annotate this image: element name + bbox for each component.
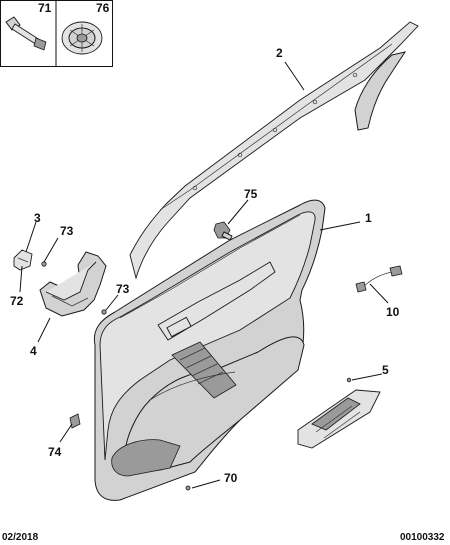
callout-72: 72: [10, 294, 24, 308]
callout-76: 76: [96, 1, 110, 15]
screw-73a: [41, 261, 47, 267]
callout-2: 2: [276, 46, 283, 60]
upper-trim-strip: [129, 21, 419, 280]
connector-10: [355, 265, 403, 293]
footer-reference: 00100332: [400, 532, 445, 543]
callout-10: 10: [386, 305, 400, 319]
clip-icon: [61, 21, 103, 55]
clip-3: [13, 249, 33, 271]
callout-3: 3: [34, 211, 41, 225]
callout-70: 70: [224, 471, 238, 485]
callout-74: 74: [48, 445, 62, 459]
bracket-4: [39, 251, 107, 317]
footer-date: 02/2018: [2, 532, 39, 543]
screw-70: [185, 485, 191, 491]
callout-4: 4: [30, 344, 37, 358]
callout-1: 1: [365, 211, 372, 225]
callout-75: 75: [244, 187, 258, 201]
fastener-inset: 71 76: [0, 0, 113, 67]
callout-73-lower: 73: [116, 282, 130, 296]
callout-73-upper: 73: [60, 224, 74, 238]
fastener-75: [213, 221, 233, 241]
callout-71: 71: [38, 1, 52, 15]
rivet-icon: [5, 16, 47, 51]
switch-panel-5: [297, 377, 381, 449]
clip-74: [69, 413, 81, 429]
screw-73b: [101, 309, 107, 315]
door-trim-panel: [93, 199, 326, 501]
leader-lines: [19, 61, 389, 489]
callout-5: 5: [382, 363, 389, 377]
